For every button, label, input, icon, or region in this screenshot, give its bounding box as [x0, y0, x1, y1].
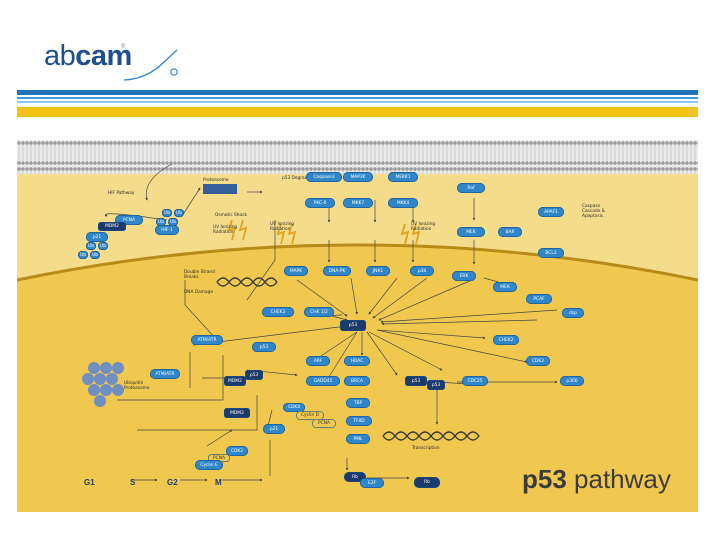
node-hdac[interactable]: HDAC [344, 356, 370, 366]
node-map3k[interactable]: MAP3K [343, 172, 373, 182]
node-cdk2-b[interactable]: CDK2 [526, 356, 550, 366]
node-cbp[interactable]: cbp [562, 308, 584, 318]
abcam-logo: abcam ® [44, 38, 184, 88]
label-proteasome: Proteasome [203, 178, 229, 183]
node-cdk2-c[interactable]: CDK2 [226, 446, 248, 456]
node-pcna-c[interactable]: PCNA [208, 454, 230, 462]
phase-m: M [215, 478, 222, 487]
label-dna-damage: DNA Damage [184, 290, 213, 295]
logo-wordmark: abcam [44, 40, 132, 72]
label-uv-radiation-1: UV Ionizing Radiation [213, 225, 238, 236]
phase-g2: G2 [167, 478, 178, 487]
node-mek[interactable]: MEK [457, 227, 485, 237]
label-hif-pathway: HIF Pathway [108, 191, 135, 196]
node-pkc-delta[interactable]: PKC-δ [305, 198, 335, 208]
node-mekk1[interactable]: MEKK1 [388, 172, 418, 182]
header-yellow-bar [17, 107, 698, 117]
logo-swoosh-icon [123, 49, 178, 81]
node-rb-2[interactable]: Rb [414, 477, 440, 488]
node-pcna[interactable]: PCNA [115, 215, 143, 225]
node-p53-c[interactable]: p53 [405, 376, 427, 386]
node-jnk1[interactable]: JNK1 [366, 266, 390, 276]
node-apaf1[interactable]: APAF1 [538, 207, 564, 217]
label-double-strand-breaks: Double Strand Breaks [184, 270, 215, 281]
node-cyclin-d[interactable]: Cyclin D [296, 411, 324, 420]
node-mdm2-top[interactable]: MDM2 [98, 222, 126, 231]
label-p53-degradation: p53 Degradation [282, 176, 319, 181]
label-uv-radiation-2: UV Ionizing Radiation [270, 222, 295, 233]
node-raf[interactable]: Raf [457, 183, 485, 193]
node-dna-pk[interactable]: DNA-PK [323, 266, 351, 276]
node-ub-8[interactable]: Ub [90, 251, 100, 259]
node-gadd45[interactable]: GADD45 [306, 376, 340, 386]
node-ub-6[interactable]: Ub [98, 242, 108, 250]
node-pcaf[interactable]: PCAF [526, 294, 552, 304]
header-stripe-mid [17, 97, 698, 99]
node-pml[interactable]: PML [346, 434, 370, 444]
node-bcl2[interactable]: BCL2 [538, 248, 564, 258]
node-cyclin-e[interactable]: Cyclin E [195, 460, 223, 470]
node-pcna-b[interactable]: PCNA [312, 419, 336, 428]
node-p21[interactable]: p21 [263, 424, 285, 434]
node-tfiid[interactable]: TFIID [346, 416, 372, 426]
node-atm-atr[interactable]: ATM/ATR [191, 335, 223, 345]
node-p38[interactable]: p38 [410, 266, 434, 276]
node-p53-center[interactable]: p53 [340, 320, 366, 331]
node-tbp[interactable]: TBP [346, 398, 370, 408]
node-p53-d[interactable]: p53 [427, 380, 445, 390]
cell-membrane [17, 140, 698, 174]
node-ub-5[interactable]: Ub [86, 242, 96, 250]
node-cdk4[interactable]: CDK4 [283, 403, 305, 412]
node-ub-7[interactable]: Ub [78, 251, 88, 259]
phase-s: S [130, 478, 136, 487]
node-ub-2[interactable]: Ub [174, 209, 184, 217]
node-bax[interactable]: BAX [498, 227, 522, 237]
header-stripe-dark [17, 90, 698, 95]
node-p21-top[interactable]: p21 [86, 232, 108, 242]
node-brca[interactable]: BRCA [344, 376, 370, 386]
node-p300[interactable]: p300 [560, 376, 584, 386]
node-ub-4[interactable]: Ub [168, 218, 178, 226]
label-transcription: Transcription [412, 446, 440, 451]
node-atm-atr-b[interactable]: ATM/ATR [150, 369, 180, 379]
node-rb-1[interactable]: Rb [344, 472, 366, 482]
label-caspase-cascade: Caspase Cascade & Apoptosis [582, 204, 605, 220]
phase-g1: G1 [84, 478, 95, 487]
header-stripe-light [17, 101, 698, 103]
node-chk1-2[interactable]: CHK 1/2 [304, 307, 334, 317]
node-e2f[interactable]: E2F [360, 478, 384, 488]
node-hif1[interactable]: HIF-1 [155, 225, 179, 235]
node-chek2[interactable]: CHEK2 [262, 307, 294, 317]
node-cdc25[interactable]: CDC25 [462, 376, 488, 386]
node-mapk[interactable]: MAPK [284, 266, 308, 276]
node-arf[interactable]: ARF [306, 356, 330, 366]
node-mdm2-b[interactable]: MDM2 [224, 376, 246, 386]
diagram-title: p53 pathway [522, 464, 671, 494]
label-ubiquitin-proteasome: Ubiquitin Proteasome [124, 381, 150, 392]
node-mdm2-c[interactable]: MDM2 [224, 408, 250, 418]
node-mek-nuclear[interactable]: MEK [493, 282, 517, 292]
node-ub-1[interactable]: Ub [162, 209, 172, 217]
label-osmotic-shock: Osmotic Shock [215, 213, 247, 218]
node-p53-b[interactable]: p53 [252, 342, 276, 352]
node-chek2-b[interactable]: CHEK2 [493, 335, 519, 345]
node-p53-e[interactable]: p53 [245, 370, 263, 380]
node-caspase3[interactable]: Caspase3 [306, 172, 342, 182]
node-ub-3[interactable]: Ub [156, 218, 166, 226]
node-erk[interactable]: ERK [452, 271, 476, 281]
logo-registered-mark: ® [121, 44, 126, 50]
label-uv-radiation-3: UV Ionizing Radiation [411, 222, 436, 233]
node-mkk4[interactable]: MKK4 [388, 198, 418, 208]
node-mkk7[interactable]: MKK7 [343, 198, 373, 208]
proteasome-cluster [82, 362, 124, 407]
